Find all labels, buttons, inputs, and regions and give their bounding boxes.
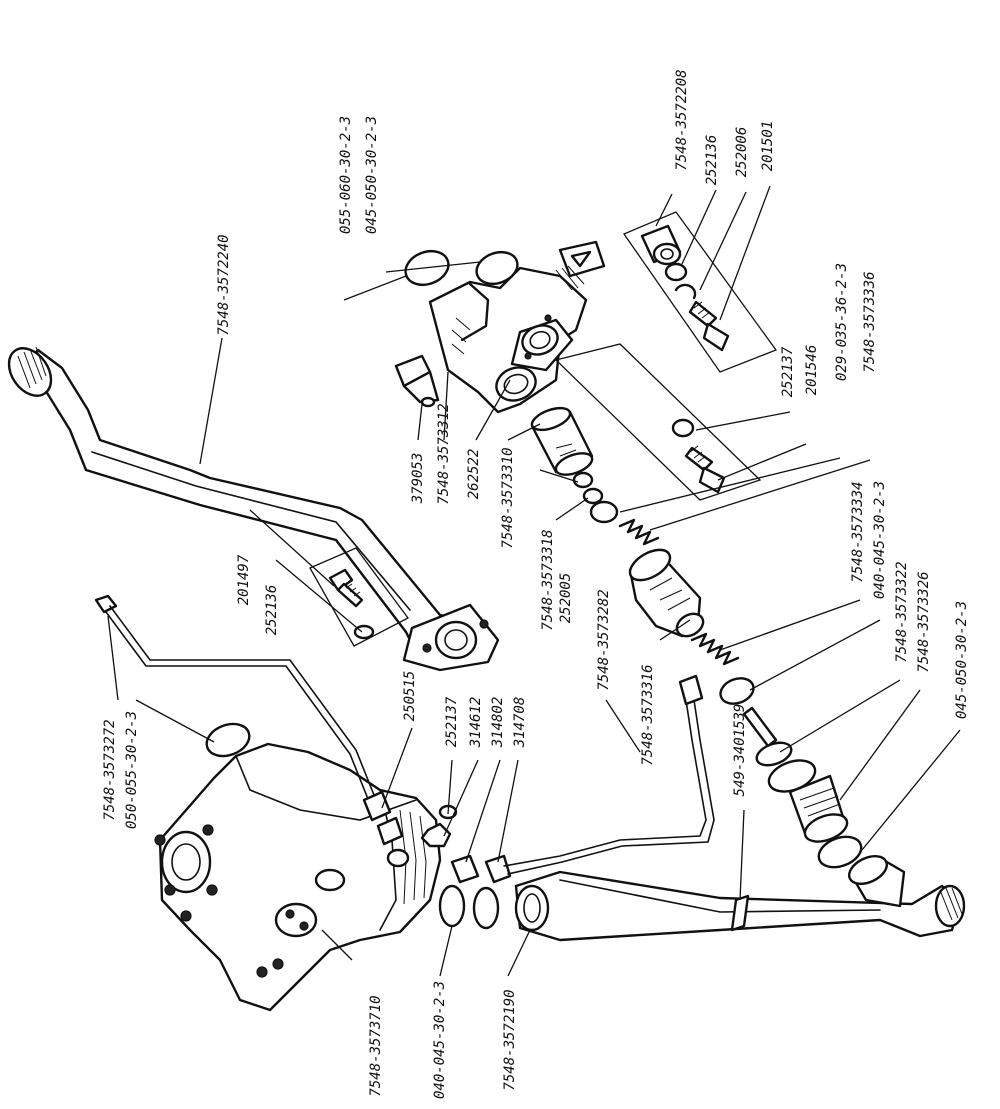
label-314802: 314802 (490, 697, 506, 749)
o-ring-045-050-top (475, 250, 519, 286)
spring-7548-3573336 (618, 518, 660, 546)
fitting-314802 (450, 854, 480, 884)
washer-7548-3573318 (572, 471, 594, 489)
bracket-7548-3573312 (428, 266, 588, 414)
label-201501: 201501 (760, 121, 776, 172)
nut-314612 (420, 822, 452, 848)
leader-lines (107, 185, 961, 977)
label-7548-3573318: 7548-3573318 (540, 529, 556, 630)
plunger-7548-3573322 (742, 706, 793, 767)
label-7548-3573710: 7548-3573710 (368, 995, 384, 1096)
washer-252136-b (664, 262, 688, 282)
label-7548-3573334: 7548-3573334 (850, 481, 866, 582)
o-ring-040-045-right (719, 677, 755, 705)
fitting-250515 (376, 816, 404, 846)
label-314612: 314612 (468, 697, 484, 749)
bolt-201501 (688, 300, 730, 352)
label-314708: 314708 (512, 697, 528, 749)
label-7548-3572190: 7548-3572190 (502, 989, 518, 1090)
label-7548-3573282: 7548-3573282 (596, 589, 612, 690)
sleeve-7548-3573310 (530, 406, 594, 476)
label-252005: 252005 (558, 573, 574, 624)
label-029-035-36-2-3: 029-035-36-2-3 (834, 263, 850, 381)
bolt-201497 (328, 568, 364, 608)
tube-7548-3573272 (94, 594, 392, 822)
label-7548-3573310: 7548-3573310 (500, 447, 516, 548)
label-7548-3573312: 7548-3573312 (436, 403, 452, 504)
label-045-050-30-2-3-lower: 045-050-30-2-3 (954, 601, 970, 719)
pump-7548-3573710 (154, 742, 442, 1012)
fitting-314708 (484, 854, 512, 884)
label-7548-3572240: 7548-3572240 (216, 234, 232, 335)
label-7548-3573336: 7548-3573336 (862, 271, 878, 372)
label-252136-top: 252136 (704, 135, 720, 186)
label-7548-3573316: 7548-3573316 (640, 664, 656, 765)
label-252137-right: 252137 (780, 346, 796, 397)
label-201497: 201497 (236, 554, 252, 605)
bracket-lines-201497 (309, 547, 409, 647)
label-250515: 250515 (402, 671, 418, 722)
o-ring-045-050-lower (817, 835, 863, 869)
plug-cap (555, 240, 606, 291)
label-252006: 252006 (734, 127, 750, 178)
part-labels: 055-060-30-2-3 045-050-30-2-3 7548-35722… (102, 69, 970, 1099)
label-7548-3573272: 7548-3573272 (102, 719, 118, 820)
label-050-055-30-2-3: 050-055-30-2-3 (124, 711, 140, 829)
spring-7548-3573334 (690, 632, 740, 666)
washer-252005 (582, 487, 604, 505)
label-262522: 262522 (466, 449, 482, 500)
label-055-060-30-2-3: 055-060-30-2-3 (338, 116, 354, 234)
pipe-7548-3572240 (7, 346, 500, 672)
cap-7548-3573326 (767, 759, 849, 843)
elbow-379053 (394, 354, 440, 408)
o-ring-040-045-b (472, 886, 500, 930)
label-7548-3573326: 7548-3573326 (916, 571, 932, 672)
o-ring-029-035 (589, 500, 619, 524)
label-252137-mid: 252137 (444, 696, 460, 747)
valve-7548-3573316 (628, 548, 705, 638)
label-7548-3573322: 7548-3573322 (894, 561, 910, 662)
bracket-lines-lower-right (554, 343, 762, 501)
label-045-050-30-2-3-top: 045-050-30-2-3 (364, 116, 380, 234)
bolt-201546 (684, 445, 726, 494)
nut-7548-3572208 (640, 224, 682, 266)
o-ring-050-055 (205, 722, 251, 758)
spring-washer-252006 (674, 283, 697, 300)
washer-252136 (353, 624, 375, 640)
label-379053: 379053 (410, 453, 426, 505)
label-040-045-30-2-3-right: 040-045-30-2-3 (872, 481, 888, 599)
washer-252137 (671, 418, 695, 438)
label-040-045-30-2-3-lower: 040-045-30-2-3 (432, 981, 448, 1099)
tube-7548-3573282 (503, 674, 715, 875)
label-7548-3572208: 7548-3572208 (674, 69, 690, 170)
o-ring-040-045-lower (438, 884, 466, 928)
label-252136-left: 252136 (264, 585, 280, 636)
pipe-7548-3572190 (514, 855, 966, 942)
label-201546: 201546 (804, 345, 820, 396)
label-549-3401539: 549-3401539 (732, 704, 748, 797)
